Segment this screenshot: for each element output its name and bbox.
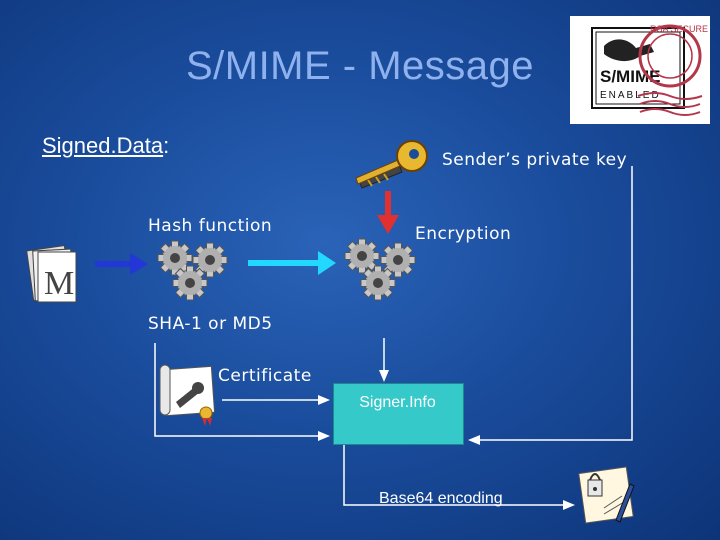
base64-encoding-label: Base64 encoding — [379, 490, 503, 507]
smime-logo: S/MIME ENABLED RSA SECURE — [570, 16, 710, 124]
slide-title: S/MIME - Message — [185, 44, 535, 88]
message-letter: M — [44, 265, 74, 302]
signer-info-label: Signer.Info — [359, 394, 436, 411]
hash-gears-icon — [157, 240, 228, 301]
smime-logo-icon: S/MIME ENABLED RSA SECURE — [591, 24, 708, 116]
subtitle-main: Signed.Data — [42, 133, 164, 158]
signer-info-box — [333, 383, 464, 445]
encryption-gears-icon — [344, 238, 416, 301]
hash-function-label: Hash function — [148, 216, 273, 236]
certificate-icon — [159, 364, 216, 426]
logo-stamp-text: RSA SECURE — [650, 24, 708, 34]
subtitle: Signed.Data: — [42, 133, 169, 159]
sender-private-key-label: Sender’s private key — [442, 150, 628, 170]
subtitle-colon: : — [163, 133, 170, 158]
arrow-hash-to-encryption — [248, 251, 336, 275]
signed-document-icon — [578, 466, 635, 524]
logo-sub-text: ENABLED — [600, 90, 661, 101]
message-document-icon: M — [26, 245, 77, 303]
encryption-label: Encryption — [415, 224, 512, 244]
connector-arrowheads — [318, 370, 575, 510]
certificate-label: Certificate — [218, 366, 312, 386]
hash-algorithms-label: SHA-1 or MD5 — [148, 314, 273, 334]
key-icon — [355, 140, 428, 189]
arrow-message-to-hash — [95, 253, 148, 275]
connector-lines — [154, 166, 633, 506]
arrow-key-to-encryption — [377, 191, 399, 234]
